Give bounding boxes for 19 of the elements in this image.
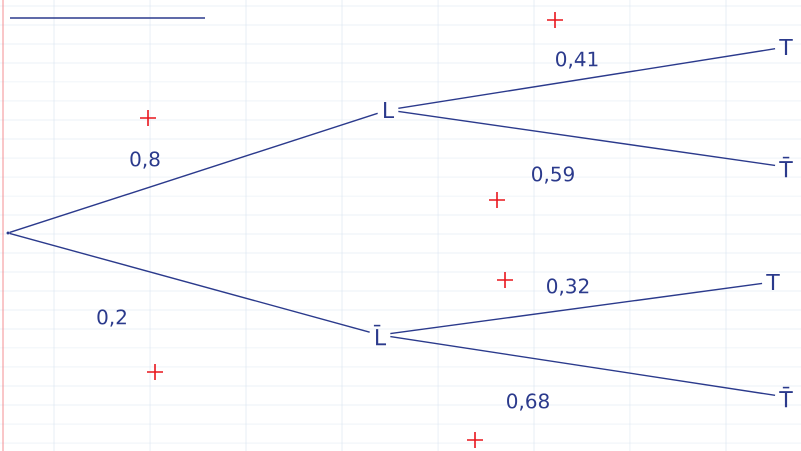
branch-line xyxy=(398,48,776,110)
outcome-label: T xyxy=(766,274,780,290)
branch-line xyxy=(390,282,762,334)
outcome-label: T xyxy=(779,38,793,56)
probability-label: 0,32 xyxy=(547,278,588,296)
outcome-label: T̄ xyxy=(779,156,793,178)
probability-label: 0,8 xyxy=(130,151,160,169)
probability-label: 0,2 xyxy=(97,309,126,327)
branch-line xyxy=(398,110,776,166)
branch-line xyxy=(390,336,776,396)
branch-line xyxy=(9,232,370,333)
branch-line xyxy=(9,112,378,234)
probability-label: 0,41 xyxy=(556,51,598,69)
outcome-label: L xyxy=(384,102,394,118)
probability-label: 0,59 xyxy=(532,166,574,184)
outcome-label: T̄ xyxy=(779,386,793,408)
probability-label: 0,68 xyxy=(507,393,549,411)
root-point xyxy=(6,232,10,234)
outcome-label: L̄ xyxy=(374,324,386,346)
